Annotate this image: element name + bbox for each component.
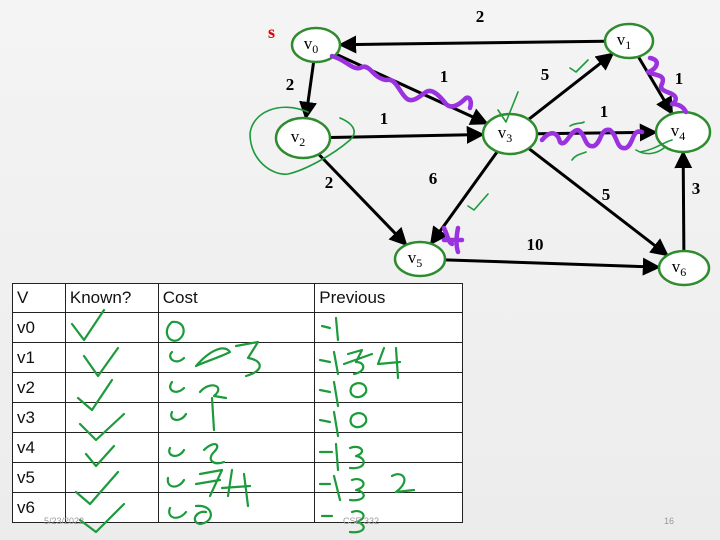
dijkstra-table: V Known? Cost Previous v0 v1 v2 v3 v4 v5… bbox=[12, 283, 463, 523]
node-label-subscript: 6 bbox=[680, 265, 686, 279]
row-previous bbox=[314, 372, 463, 403]
row-vertex: v3 bbox=[12, 402, 66, 433]
row-cost bbox=[157, 342, 316, 373]
edge-weight-v5-v6: 10 bbox=[527, 235, 544, 254]
node-label-subscript: 1 bbox=[625, 38, 631, 52]
edge-v3-v1 bbox=[527, 52, 615, 121]
edge-v5-v6 bbox=[444, 257, 661, 276]
row-previous bbox=[314, 402, 463, 433]
edge-v2-v5 bbox=[317, 153, 408, 247]
source-marker: s bbox=[268, 22, 275, 42]
node-label-subscript: 4 bbox=[679, 129, 685, 143]
node-label-subscript: 0 bbox=[312, 42, 318, 56]
node-v1: v1 bbox=[603, 22, 655, 60]
row-cost bbox=[157, 492, 316, 523]
row-vertex: v5 bbox=[12, 462, 66, 493]
edge-v0-v3 bbox=[335, 52, 489, 125]
edge-weight-v0-v2: 2 bbox=[286, 75, 295, 94]
row-known bbox=[64, 432, 159, 463]
row-known bbox=[64, 342, 159, 373]
edge-v3-v5 bbox=[429, 150, 499, 246]
node-v4: v4 bbox=[654, 110, 712, 154]
node-circle bbox=[290, 26, 342, 64]
header-previous: Previous bbox=[314, 283, 463, 313]
node-v2: v2 bbox=[274, 116, 332, 160]
table-row: v2 bbox=[12, 372, 463, 403]
row-vertex: v4 bbox=[12, 432, 66, 463]
row-vertex: v2 bbox=[12, 372, 66, 403]
edge-weight-v1-v4: 1 bbox=[675, 69, 684, 88]
header-known: Known? bbox=[64, 283, 159, 313]
edge-weight-v2-v5: 2 bbox=[325, 173, 334, 192]
node-v5: v5 bbox=[393, 240, 447, 278]
row-vertex: v0 bbox=[12, 312, 66, 343]
node-circle bbox=[393, 240, 447, 278]
row-cost bbox=[157, 372, 316, 403]
row-cost bbox=[157, 312, 316, 343]
row-known bbox=[64, 312, 159, 343]
node-v3: v3 bbox=[481, 112, 539, 156]
edge-weight-v3-v4: 1 bbox=[600, 102, 609, 121]
row-vertex: v1 bbox=[12, 342, 66, 373]
row-previous bbox=[314, 312, 463, 343]
node-v0: v0 bbox=[290, 26, 342, 64]
node-v6: v6 bbox=[657, 249, 711, 287]
row-cost bbox=[157, 432, 316, 463]
row-previous bbox=[314, 432, 463, 463]
edge-weight-v6-v4: 3 bbox=[692, 179, 701, 198]
row-known bbox=[64, 462, 159, 493]
table-row: v5 bbox=[12, 462, 463, 493]
header-vertex: V bbox=[12, 283, 66, 313]
row-cost bbox=[157, 462, 316, 493]
node-label-subscript: 5 bbox=[416, 256, 422, 270]
edge-v3-v4 bbox=[536, 123, 658, 142]
footer-page-number: 16 bbox=[664, 516, 675, 526]
node-circle bbox=[657, 249, 711, 287]
node-label-subscript: 3 bbox=[506, 131, 512, 145]
edge-v0-v2 bbox=[299, 61, 317, 120]
row-known bbox=[64, 372, 159, 403]
table-row: v3 bbox=[12, 402, 463, 433]
node-circle bbox=[603, 22, 655, 60]
footer-course: CSE 332 bbox=[343, 516, 380, 526]
header-cost: Cost bbox=[157, 283, 316, 313]
row-previous bbox=[314, 342, 463, 373]
table-row: v4 bbox=[12, 432, 463, 463]
edge-weight-v3-v6: 5 bbox=[602, 185, 611, 204]
edge-v1-v0 bbox=[338, 35, 606, 54]
edge-weight-v2-v3: 1 bbox=[380, 109, 389, 128]
edge-weight-v0-v3: 1 bbox=[440, 67, 449, 86]
row-cost bbox=[157, 402, 316, 433]
table-header-row: V Known? Cost Previous bbox=[12, 283, 463, 313]
edge-v2-v3 bbox=[329, 125, 485, 144]
row-vertex: v6 bbox=[12, 492, 66, 523]
table-row: v0 bbox=[12, 312, 463, 343]
edge-v6-v4 bbox=[674, 150, 693, 252]
row-known bbox=[64, 402, 159, 433]
edge-weight-v3-v1: 5 bbox=[541, 65, 550, 84]
table-row: v1 bbox=[12, 342, 463, 373]
edge-weight-v1-v0: 2 bbox=[476, 7, 485, 26]
node-label-subscript: 2 bbox=[299, 135, 305, 149]
footer-date: 5/23/2022 bbox=[44, 516, 85, 526]
edge-v1-v4 bbox=[637, 55, 674, 116]
edge-v3-v6 bbox=[527, 147, 669, 257]
row-previous bbox=[314, 462, 463, 493]
edge-weight-v3-v5: 6 bbox=[429, 169, 438, 188]
row-previous bbox=[314, 492, 463, 523]
